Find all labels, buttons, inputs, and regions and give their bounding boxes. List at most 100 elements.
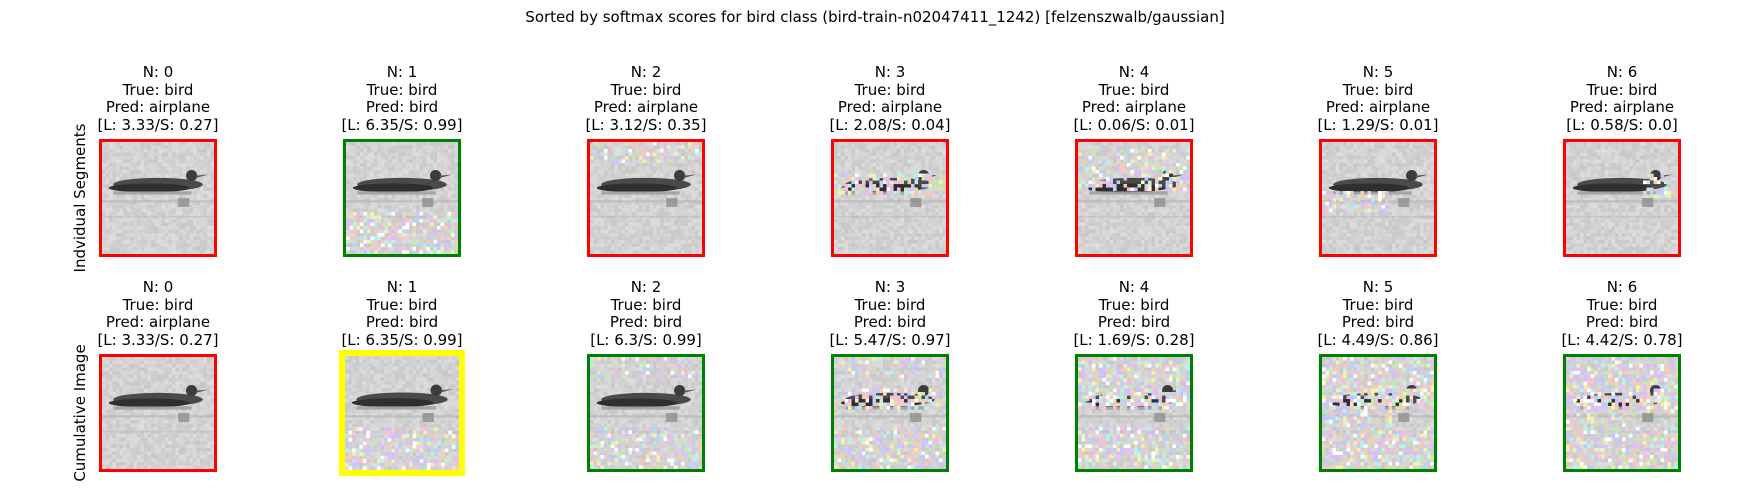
segment-image	[1566, 357, 1678, 469]
segment-image	[102, 357, 214, 469]
panel-true-label: True: bird	[1342, 295, 1414, 314]
panel-n: N: 2	[630, 278, 662, 296]
panel-n: N: 0	[142, 63, 174, 81]
row-label-individual-segments: Indvidual Segments	[71, 123, 89, 273]
panel-n: N: 4	[1118, 63, 1150, 81]
panel-pred-label: Pred: airplane	[1081, 98, 1187, 116]
panel-true-label: True: bird	[1098, 80, 1170, 99]
segment-image	[590, 142, 702, 254]
panel-n: N: 1	[386, 278, 418, 296]
row-label-cumulative-image: Cumulative Image	[71, 344, 89, 482]
panel-true-label: True: bird	[1586, 80, 1658, 99]
panel-pred-label: Pred: airplane	[1325, 98, 1431, 116]
segment-image	[1322, 357, 1434, 469]
panel-true-label: True: bird	[610, 80, 682, 99]
segment-image	[102, 142, 214, 254]
segment-image	[834, 357, 946, 469]
panel-image-frame	[1319, 139, 1437, 257]
panel-scores: [L: 6.35/S: 0.99]	[341, 330, 463, 349]
figure-title: Sorted by softmax scores for bird class …	[525, 8, 1225, 26]
panel-image-frame	[1319, 354, 1437, 472]
panel-scores: [L: 2.08/S: 0.04]	[829, 115, 951, 134]
panel-pred-label: Pred: bird	[853, 313, 927, 331]
panel-pred-label: Pred: bird	[1097, 313, 1171, 331]
panel-pred-label: Pred: bird	[609, 313, 683, 331]
panel-true-label: True: bird	[122, 295, 194, 314]
panel-true-label: True: bird	[854, 80, 926, 99]
panel-true-label: True: bird	[854, 295, 926, 314]
panel-scores: [L: 1.69/S: 0.28]	[1073, 330, 1195, 349]
panel-true-label: True: bird	[610, 295, 682, 314]
panel-pred-label: Pred: bird	[1585, 313, 1659, 331]
panel-scores: [L: 0.58/S: 0.0]	[1566, 115, 1678, 134]
panel-true-label: True: bird	[366, 80, 438, 99]
panel-true-label: True: bird	[122, 80, 194, 99]
segment-image	[346, 142, 458, 254]
panel-pred-label: Pred: bird	[1341, 313, 1415, 331]
panel-true-label: True: bird	[1342, 80, 1414, 99]
panel-pred-label: Pred: airplane	[105, 313, 211, 331]
segment-image	[1322, 142, 1434, 254]
panel-image-frame	[99, 139, 217, 257]
panel-true-label: True: bird	[366, 295, 438, 314]
panel-true-label: True: bird	[1098, 295, 1170, 314]
panel-n: N: 3	[874, 63, 906, 81]
panel-n: N: 1	[386, 63, 418, 81]
panel-scores: [L: 4.49/S: 0.86]	[1317, 330, 1439, 349]
panel-n: N: 2	[630, 63, 662, 81]
panel-pred-label: Pred: bird	[365, 313, 439, 331]
panel-scores: [L: 1.29/S: 0.01]	[1317, 115, 1439, 134]
panel-pred-label: Pred: bird	[365, 98, 439, 116]
panel-image-frame	[831, 354, 949, 472]
panel-scores: [L: 3.33/S: 0.27]	[97, 330, 219, 349]
panel-pred-label: Pred: airplane	[837, 98, 943, 116]
segment-image	[345, 356, 459, 470]
segment-image	[590, 357, 702, 469]
panel-n: N: 4	[1118, 278, 1150, 296]
segment-image	[1078, 357, 1190, 469]
panel-scores: [L: 5.47/S: 0.97]	[829, 330, 951, 349]
panel-n: N: 3	[874, 278, 906, 296]
panel-image-frame	[587, 139, 705, 257]
panel-n: N: 0	[142, 278, 174, 296]
panel-pred-label: Pred: airplane	[593, 98, 699, 116]
segment-image	[834, 142, 946, 254]
panel-scores: [L: 6.3/S: 0.99]	[590, 330, 702, 349]
panel-n: N: 5	[1362, 63, 1394, 81]
panel-image-frame	[99, 354, 217, 472]
panel-n: N: 6	[1606, 278, 1638, 296]
panel-image-frame	[343, 139, 461, 257]
panel-scores: [L: 0.06/S: 0.01]	[1073, 115, 1195, 134]
panel-n: N: 6	[1606, 63, 1638, 81]
segment-image	[1078, 142, 1190, 254]
panel-image-frame	[587, 354, 705, 472]
panel-pred-label: Pred: airplane	[105, 98, 211, 116]
panel-n: N: 5	[1362, 278, 1394, 296]
panel-image-frame	[339, 350, 465, 476]
panel-image-frame	[831, 139, 949, 257]
panel-scores: [L: 6.35/S: 0.99]	[341, 115, 463, 134]
panel-scores: [L: 3.33/S: 0.27]	[97, 115, 219, 134]
segment-image	[1566, 142, 1678, 254]
panel-true-label: True: bird	[1586, 295, 1658, 314]
panel-pred-label: Pred: airplane	[1569, 98, 1675, 116]
panel-image-frame	[1075, 354, 1193, 472]
panel-image-frame	[1075, 139, 1193, 257]
panel-image-frame	[1563, 354, 1681, 472]
panel-scores: [L: 3.12/S: 0.35]	[585, 115, 707, 134]
panel-scores: [L: 4.42/S: 0.78]	[1561, 330, 1683, 349]
